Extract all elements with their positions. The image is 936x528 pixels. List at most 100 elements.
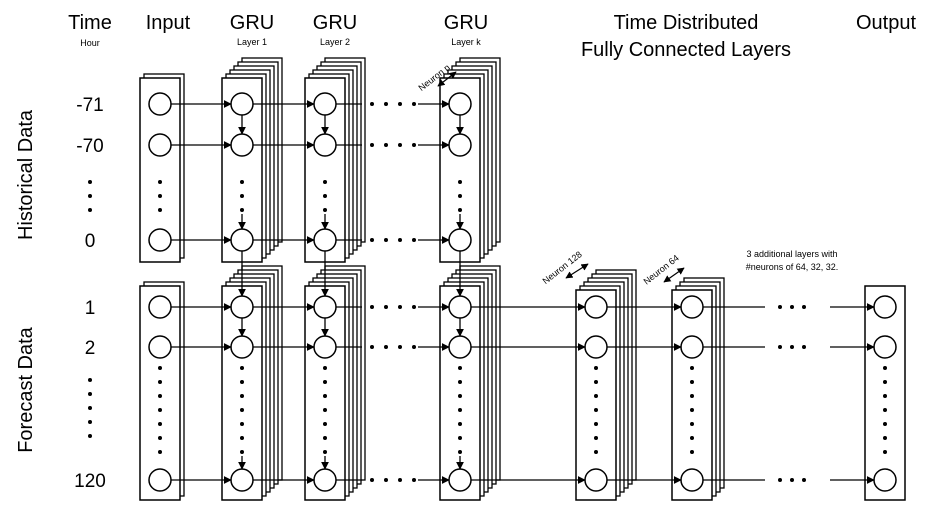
header-fc-line1: Time Distributed <box>614 12 759 34</box>
ellipsis-dot <box>594 366 598 370</box>
ellipsis-dot <box>240 194 244 198</box>
ellipsis-dot <box>158 422 162 426</box>
neuron-node <box>680 295 704 319</box>
label-historical-data: Historical Data <box>15 109 37 240</box>
ellipsis-dot <box>778 478 782 482</box>
ellipsis-dot <box>240 180 244 184</box>
ellipsis-dot <box>240 366 244 370</box>
ellipsis-dot <box>458 194 462 198</box>
ellipsis-dot <box>412 102 416 106</box>
header-input: Input <box>146 12 191 34</box>
ellipsis-dot <box>458 450 462 454</box>
ellipsis-dot <box>412 143 416 147</box>
neuron-node <box>148 295 172 319</box>
ellipsis-dot <box>594 394 598 398</box>
ellipsis-dot <box>790 305 794 309</box>
ellipsis-dot <box>690 366 694 370</box>
ellipsis-dot <box>690 422 694 426</box>
ellipsis-dot <box>883 408 887 412</box>
neuron-count-arrow <box>565 263 589 279</box>
neuron-node <box>313 228 337 252</box>
ellipsis-dot <box>323 422 327 426</box>
ellipsis-dot <box>323 180 327 184</box>
neuron-node <box>230 335 254 359</box>
ellipsis-dot <box>323 450 327 454</box>
ellipsis-dot <box>690 408 694 412</box>
neuron-node <box>230 295 254 319</box>
row-label: -71 <box>76 95 103 116</box>
ellipsis-dot <box>802 305 806 309</box>
ellipsis-dot <box>790 345 794 349</box>
neuron-node <box>148 468 172 492</box>
input-layer-box <box>139 285 181 501</box>
neuron-node <box>313 468 337 492</box>
ellipsis-dot <box>370 102 374 106</box>
ellipsis-dot <box>458 394 462 398</box>
header-gru2-sub: Layer 2 <box>320 37 350 47</box>
ellipsis-dot <box>458 366 462 370</box>
neuron-node <box>148 335 172 359</box>
ellipsis-dot <box>323 380 327 384</box>
neuron-node <box>148 133 172 157</box>
ellipsis-dot <box>802 478 806 482</box>
ellipsis-dot <box>594 380 598 384</box>
ellipsis-dot <box>370 478 374 482</box>
header-fc-line2: Fully Connected Layers <box>581 39 791 61</box>
ellipsis-dot <box>158 208 162 212</box>
ellipsis-dot <box>323 194 327 198</box>
ellipsis-dot <box>158 408 162 412</box>
neuron-node <box>148 228 172 252</box>
neuron-node <box>448 92 472 116</box>
neuron-node <box>584 335 608 359</box>
ellipsis-dot <box>384 238 388 242</box>
ellipsis-dot <box>240 422 244 426</box>
neuron-node <box>680 468 704 492</box>
ellipsis-dot <box>398 143 402 147</box>
neuron-node <box>230 133 254 157</box>
ellipsis-dot <box>690 436 694 440</box>
ellipsis-dot <box>458 436 462 440</box>
neuron-node <box>313 133 337 157</box>
annotation-neuron-64: Neuron 64 <box>642 253 681 287</box>
header-gru2: GRU <box>313 12 357 34</box>
ellipsis-dot <box>88 406 92 410</box>
ellipsis-dot <box>790 478 794 482</box>
ellipsis-dot <box>384 478 388 482</box>
ellipsis-dot <box>240 380 244 384</box>
header-gru1-sub: Layer 1 <box>237 37 267 47</box>
neuron-count-arrow <box>437 71 457 87</box>
neuron-node <box>313 335 337 359</box>
ellipsis-dot <box>398 102 402 106</box>
ellipsis-dot <box>323 208 327 212</box>
ellipsis-dot <box>458 408 462 412</box>
ellipsis-dot <box>240 450 244 454</box>
ellipsis-dot <box>883 366 887 370</box>
header-time-unit: Hour <box>80 38 100 48</box>
ellipsis-dot <box>778 305 782 309</box>
ellipsis-dot <box>158 436 162 440</box>
neuron-node <box>584 468 608 492</box>
neuron-node <box>448 335 472 359</box>
ellipsis-dot <box>883 394 887 398</box>
neuron-count-arrow <box>663 267 685 283</box>
ellipsis-dot <box>384 143 388 147</box>
ellipsis-dot <box>458 422 462 426</box>
ellipsis-dot <box>323 394 327 398</box>
ellipsis-dot <box>458 180 462 184</box>
neuron-node <box>584 295 608 319</box>
neuron-node <box>873 335 897 359</box>
ellipsis-dot <box>594 450 598 454</box>
ellipsis-dot <box>158 394 162 398</box>
ellipsis-dot <box>240 436 244 440</box>
ellipsis-dot <box>158 180 162 184</box>
neuron-node <box>230 228 254 252</box>
ellipsis-dot <box>370 143 374 147</box>
ellipsis-dot <box>384 345 388 349</box>
row-label: -70 <box>76 136 103 157</box>
ellipsis-dot <box>412 345 416 349</box>
ellipsis-dot <box>690 394 694 398</box>
ellipsis-dot <box>158 194 162 198</box>
ellipsis-dot <box>883 450 887 454</box>
neuron-node <box>873 468 897 492</box>
